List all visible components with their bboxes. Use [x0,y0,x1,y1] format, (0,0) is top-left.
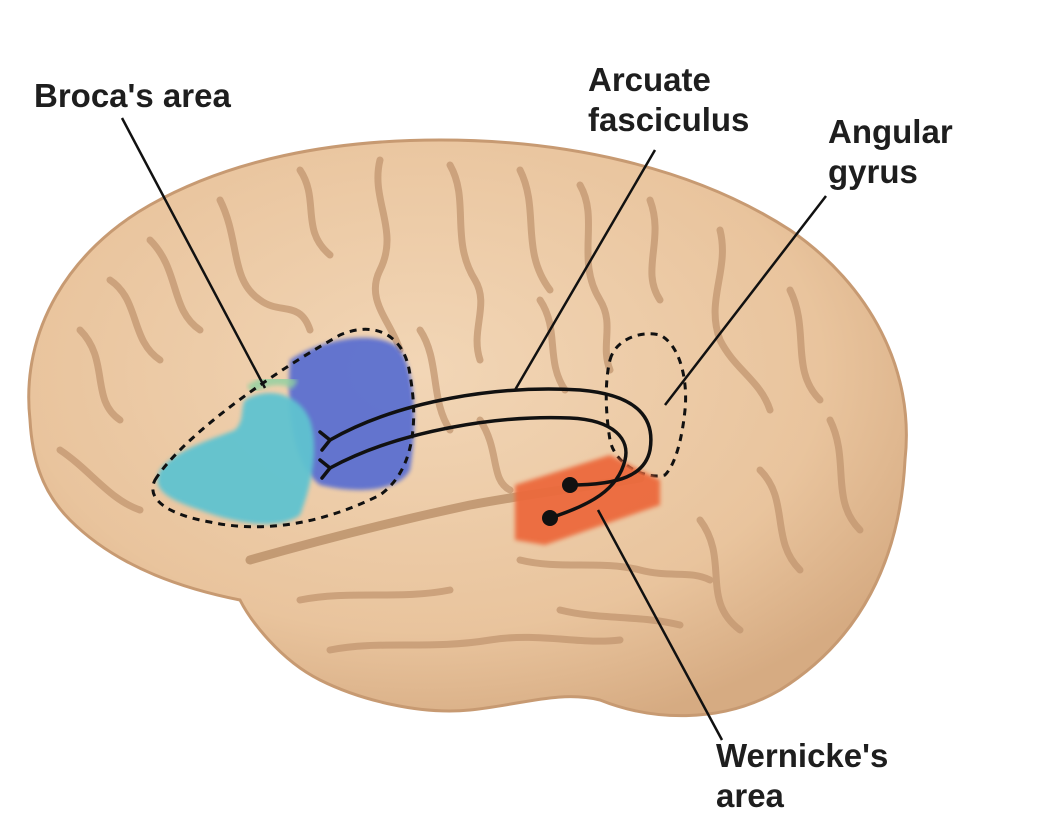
label-angular-line1: Angular [828,113,953,150]
label-arcuate-line2: fasciculus [588,101,750,138]
leader-lines [120,117,827,741]
cerebrum [27,138,908,718]
wernicke-node-lower [542,510,558,526]
label-angular-line2: gyrus [828,153,918,190]
brocas-area-outline [151,327,416,529]
brocas-area-region [157,337,415,525]
label-wernickes-area: Wernicke's area [716,736,888,816]
label-arcuate-line1: Arcuate [588,61,711,98]
label-wernicke-line2: area [716,777,784,814]
label-brocas-area: Broca's area [34,76,231,116]
label-angular-gyrus: Angular gyrus [828,112,953,192]
arcuate-fasciculus-pathway [318,387,653,520]
label-arcuate-fasciculus: Arcuate fasciculus [588,60,749,140]
leader-line-broca [120,117,267,389]
sulci [56,156,864,654]
angular-gyrus-outline [604,332,688,478]
label-brocas-area-text: Broca's area [34,77,231,114]
leader-line-wernicke [596,509,724,741]
wernicke-node-upper [562,477,578,493]
leader-line-angular [664,195,827,406]
label-wernicke-line1: Wernicke's [716,737,889,774]
leader-line-arcuate [513,149,657,391]
